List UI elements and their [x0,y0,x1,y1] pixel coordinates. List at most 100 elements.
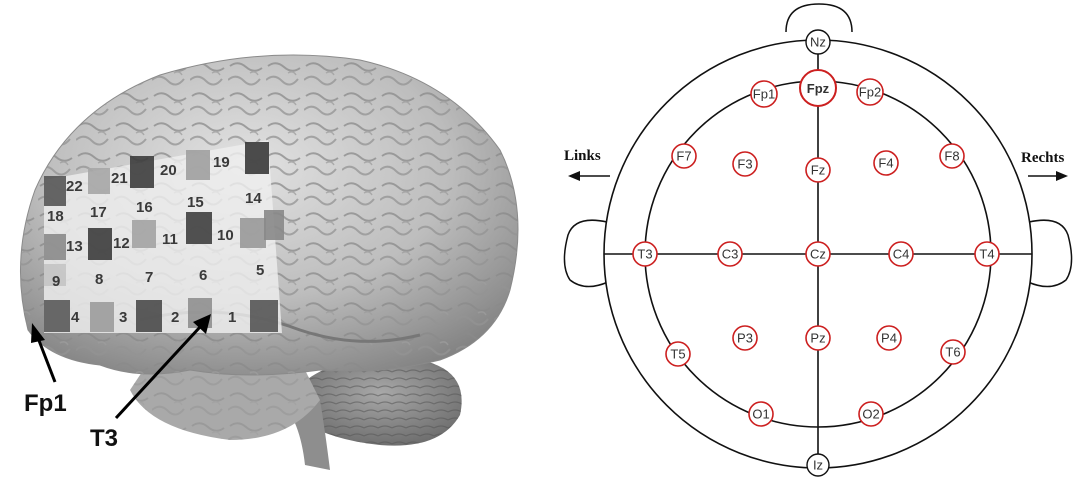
grid-number-10: 10 [217,227,234,244]
electrode-cz: Cz [805,241,831,267]
electrode-f7: F7 [671,143,697,169]
grid-square [44,300,70,332]
electrode-f4: F4 [873,150,899,176]
grid-square [250,300,278,332]
grid-square [130,156,154,188]
electrode-iz: Iz [806,453,830,477]
svg-text:T4: T4 [979,247,994,262]
electrode-fp1: Fp1 [750,80,778,108]
svg-text:P4: P4 [881,331,897,346]
electrode-grid-labels: 1 2 3 4 5 6 7 8 9 10 11 12 13 14 15 16 1… [47,154,264,326]
electrode-grid-squares [44,142,284,332]
electrode-nz: Nz [805,29,831,55]
grid-square [186,212,212,244]
grid-number-6: 6 [199,267,207,284]
grid-number-9: 9 [52,273,60,290]
grid-number-13: 13 [66,238,83,255]
electrode-f8: F8 [939,143,965,169]
electrode-t3: T3 [632,241,658,267]
t3-callout-label: T3 [90,425,118,452]
grid-number-21: 21 [111,170,128,187]
svg-text:Cz: Cz [810,247,826,262]
t3-arrow [114,314,211,420]
electrode-f3: F3 [732,151,758,177]
svg-text:Fp2: Fp2 [859,85,881,100]
eeg-head-diagram: Links Rechts Nz Fpz Fp1 Fp2 F7 [563,3,1073,477]
svg-text:Fp1: Fp1 [753,87,775,102]
right-ear-outline [1027,219,1073,288]
grid-number-20: 20 [160,162,177,179]
grid-square [44,234,66,260]
svg-text:F3: F3 [737,157,752,172]
grid-number-19: 19 [213,154,230,171]
electrode-t5: T5 [665,341,691,367]
svg-text:F8: F8 [944,149,959,164]
links-label: Links [564,148,601,164]
electrode-c3: C3 [717,241,743,267]
grid-square [240,218,266,248]
grid-number-8: 8 [95,271,103,288]
svg-text:Pz: Pz [810,331,825,346]
eeg-10-20-map: Links Rechts Nz Fpz Fp1 Fp2 F7 [540,0,1077,479]
electrode-p4: P4 [876,325,902,351]
grid-square [88,228,112,260]
grid-number-14: 14 [245,190,262,207]
svg-text:O2: O2 [862,407,879,422]
svg-text:C3: C3 [722,247,739,262]
fp1-arrow [31,323,57,383]
grid-number-12: 12 [113,235,130,252]
fp1-callout-label: Fp1 [24,390,67,417]
svg-text:Nz: Nz [810,35,826,50]
grid-number-15: 15 [187,194,204,211]
grid-square [132,220,156,248]
grid-square [186,150,210,180]
svg-text:Iz: Iz [813,458,823,473]
svg-text:P3: P3 [737,331,753,346]
cerebellum [300,357,462,446]
grid-square [264,210,284,240]
grid-number-3: 3 [119,309,127,326]
grid-square [88,168,110,194]
rechts-label: Rechts [1021,150,1064,166]
electrode-p3: P3 [732,325,758,351]
brain-electrode-figure: 1 2 3 4 5 6 7 8 9 10 11 12 13 14 15 16 1… [0,0,540,479]
grid-square [44,176,66,206]
left-ear-outline [563,219,609,288]
grid-number-2: 2 [171,309,179,326]
electrode-t6: T6 [940,339,966,365]
electrode-pz: Pz [805,325,831,351]
links-arrow [568,171,610,181]
grid-number-16: 16 [136,199,153,216]
electrode-t4: T4 [974,241,1000,267]
svg-text:T3: T3 [637,247,652,262]
svg-text:T5: T5 [670,347,685,362]
grid-square [245,142,269,174]
grid-number-11: 11 [162,231,178,248]
grid-square [90,302,114,332]
brain-illustration: 1 2 3 4 5 6 7 8 9 10 11 12 13 14 15 16 1… [20,54,519,470]
electrode-o1: O1 [748,401,774,427]
electrode-fz: Fz [805,157,831,183]
grid-number-4: 4 [71,309,80,326]
nose-outline [785,3,853,33]
svg-text:Fz: Fz [811,163,825,178]
electrode-c4: C4 [888,241,914,267]
grid-number-7: 7 [145,269,153,286]
svg-text:Fpz: Fpz [807,81,830,96]
grid-number-5: 5 [256,262,264,279]
electrode-o2: O2 [858,401,884,427]
grid-square [44,264,66,286]
svg-text:C4: C4 [893,247,910,262]
grid-number-1: 1 [228,309,236,326]
grid-number-22: 22 [66,178,83,195]
electrode-fpz: Fpz [799,69,837,107]
svg-text:F4: F4 [878,156,893,171]
svg-text:F7: F7 [676,149,691,164]
svg-text:T6: T6 [945,345,960,360]
rechts-arrow [1028,171,1068,181]
electrode-fp2: Fp2 [856,78,884,106]
grid-square [136,300,162,332]
grid-number-18: 18 [47,208,64,225]
grid-number-17: 17 [90,204,107,221]
svg-text:O1: O1 [752,407,769,422]
